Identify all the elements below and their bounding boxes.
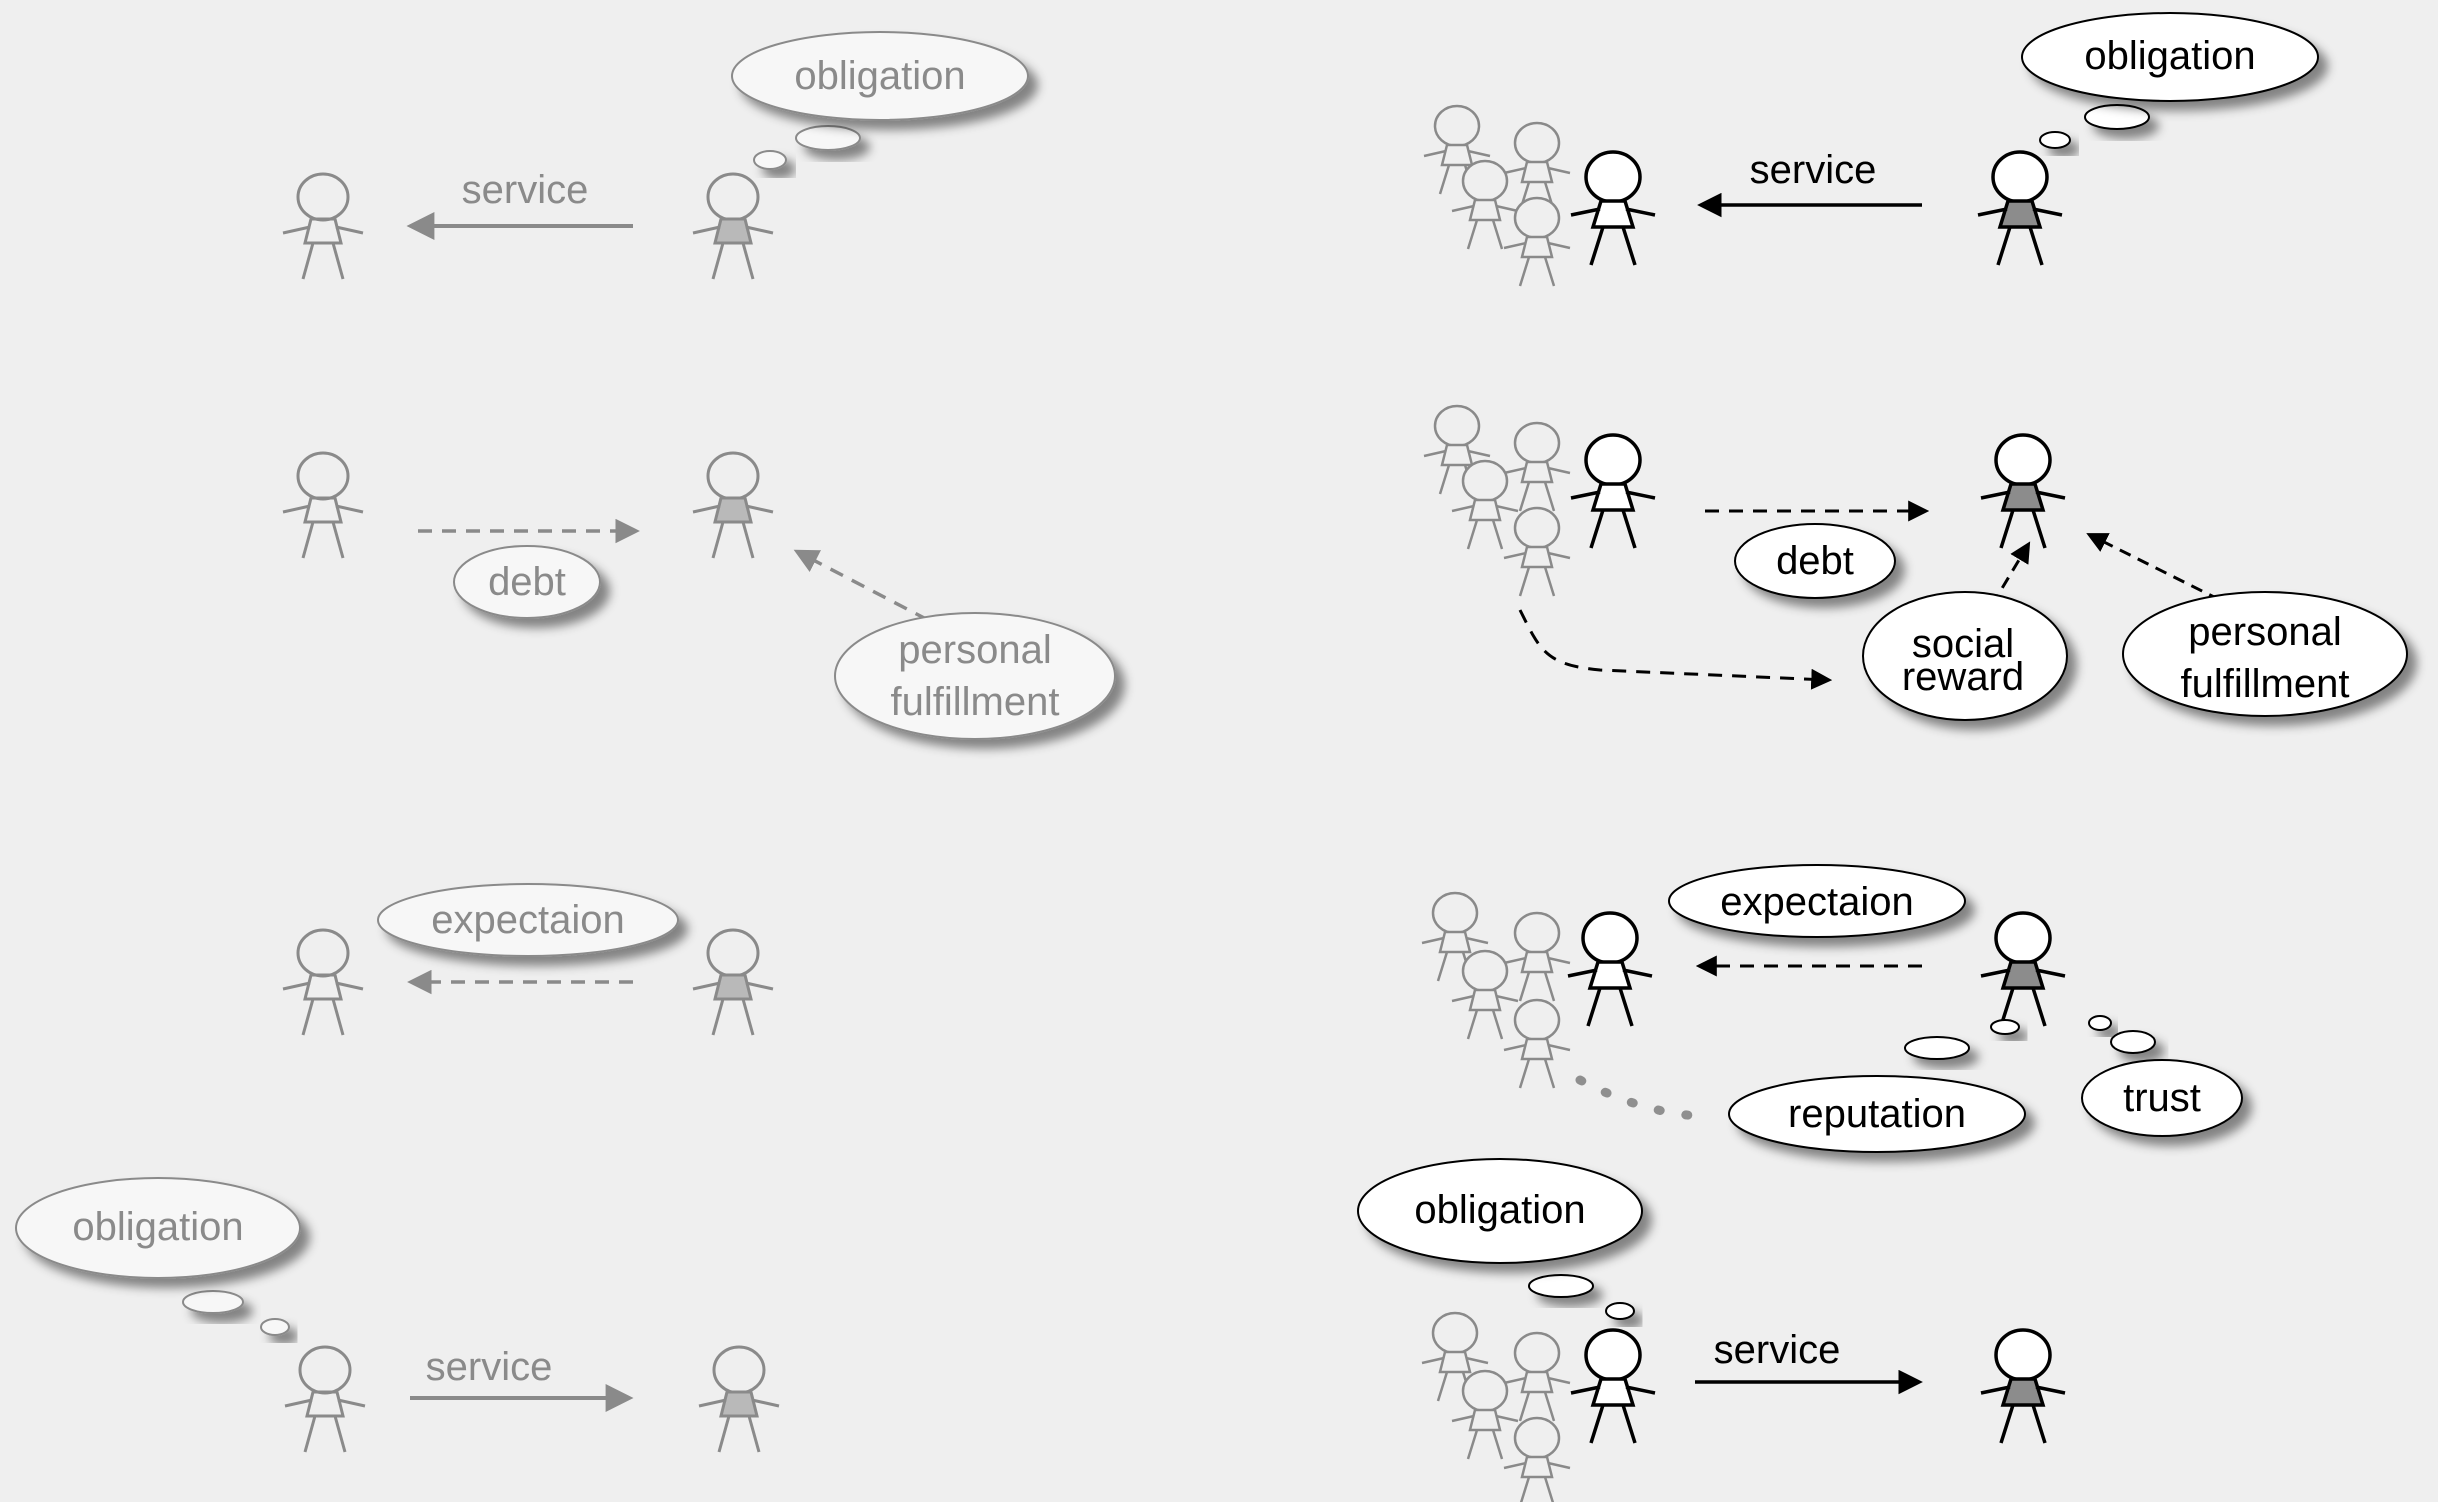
thought-trail bbox=[1528, 1274, 1635, 1320]
person-receiver bbox=[281, 928, 365, 1037]
obligation-cloud: obligation bbox=[1357, 1158, 1643, 1264]
svg-text:obligation: obligation bbox=[2084, 34, 2255, 78]
social-reward-cloud: social reward bbox=[1862, 591, 2068, 721]
svg-text:obligation: obligation bbox=[72, 1205, 243, 1249]
person-giver bbox=[1569, 433, 1657, 550]
debt-cloud: debt bbox=[453, 545, 601, 619]
arrow-label: service bbox=[426, 1345, 553, 1389]
svg-text:obligation: obligation bbox=[794, 54, 965, 98]
svg-text:expectaion: expectaion bbox=[1720, 880, 1913, 924]
thought-trail bbox=[2039, 104, 2150, 149]
fulfillment-arrow bbox=[2086, 533, 2221, 602]
right-scenario-2: debt social reward personal fulfillment bbox=[1422, 404, 2408, 721]
fulfillment-arrow bbox=[793, 549, 929, 622]
trust-cloud: trust bbox=[2081, 1059, 2243, 1137]
person-receiver bbox=[1569, 150, 1657, 267]
reputation-cloud: reputation bbox=[1728, 1075, 2026, 1153]
debt-cloud: debt bbox=[1734, 523, 1896, 599]
person-provider bbox=[691, 451, 775, 560]
person-provider bbox=[283, 1345, 367, 1454]
svg-text:trust: trust bbox=[2123, 1076, 2201, 1120]
thought-trail bbox=[1904, 1015, 2156, 1060]
svg-text:personal: personal bbox=[2188, 610, 2341, 654]
svg-text:expectaion: expectaion bbox=[431, 898, 624, 942]
person-provider bbox=[1976, 150, 2064, 267]
person-provider bbox=[1979, 911, 2067, 1028]
svg-text:reputation: reputation bbox=[1788, 1092, 1966, 1136]
svg-text:social: social bbox=[1912, 622, 2014, 666]
arrow-label: service bbox=[1750, 148, 1877, 192]
expectation-cloud: expectaion bbox=[1668, 864, 1966, 938]
crowd bbox=[1422, 104, 1572, 288]
left-scenario-2: debt personal fulfillment bbox=[281, 451, 1116, 740]
svg-text:fulfillment: fulfillment bbox=[891, 680, 1060, 724]
left-scenario-3: expectaion bbox=[281, 883, 775, 1037]
person-receiver bbox=[281, 172, 365, 281]
svg-text:debt: debt bbox=[1776, 539, 1854, 583]
person-receiver bbox=[281, 451, 365, 560]
person-provider bbox=[1569, 1328, 1657, 1445]
svg-text:reward: reward bbox=[1902, 655, 2024, 699]
svg-text:fulfillment: fulfillment bbox=[2181, 662, 2350, 706]
reputation-link bbox=[1575, 1075, 1703, 1121]
right-scenario-4: service obligation bbox=[1357, 1158, 2067, 1502]
crowd bbox=[1420, 891, 1572, 1090]
arrow-label: service bbox=[1714, 1328, 1841, 1372]
obligation-cloud: obligation bbox=[2021, 12, 2319, 102]
obligation-cloud: obligation bbox=[731, 31, 1029, 121]
person-receiver bbox=[1566, 911, 1654, 1028]
personal-fulfillment-cloud: personal fulfillment bbox=[834, 612, 1116, 740]
social-arrow bbox=[1518, 609, 1833, 690]
left-scenario-1: service obligation bbox=[281, 31, 1029, 281]
person-receiver bbox=[697, 1345, 781, 1454]
thought-trail bbox=[753, 125, 861, 170]
svg-text:personal: personal bbox=[898, 628, 1051, 672]
personal-fulfillment-cloud: personal fulfillment bbox=[2122, 591, 2408, 717]
right-scenario-1: service obligation bbox=[1422, 12, 2319, 288]
svg-text:debt: debt bbox=[488, 560, 566, 604]
thought-trail bbox=[182, 1290, 290, 1336]
left-scenario-4: service obligation bbox=[15, 1177, 781, 1454]
person-provider bbox=[691, 172, 775, 281]
crowd bbox=[1420, 1311, 1572, 1502]
svg-text:obligation: obligation bbox=[1414, 1188, 1585, 1232]
person-helper bbox=[1979, 433, 2067, 550]
right-scenario-3: expectaion reputation trust bbox=[1420, 864, 2243, 1153]
person-provider bbox=[691, 928, 775, 1037]
expectation-cloud: expectaion bbox=[377, 883, 679, 957]
crowd bbox=[1422, 404, 1572, 598]
arrow-label: service bbox=[462, 168, 589, 212]
obligation-cloud: obligation bbox=[15, 1177, 301, 1279]
person-receiver bbox=[1979, 1328, 2067, 1445]
